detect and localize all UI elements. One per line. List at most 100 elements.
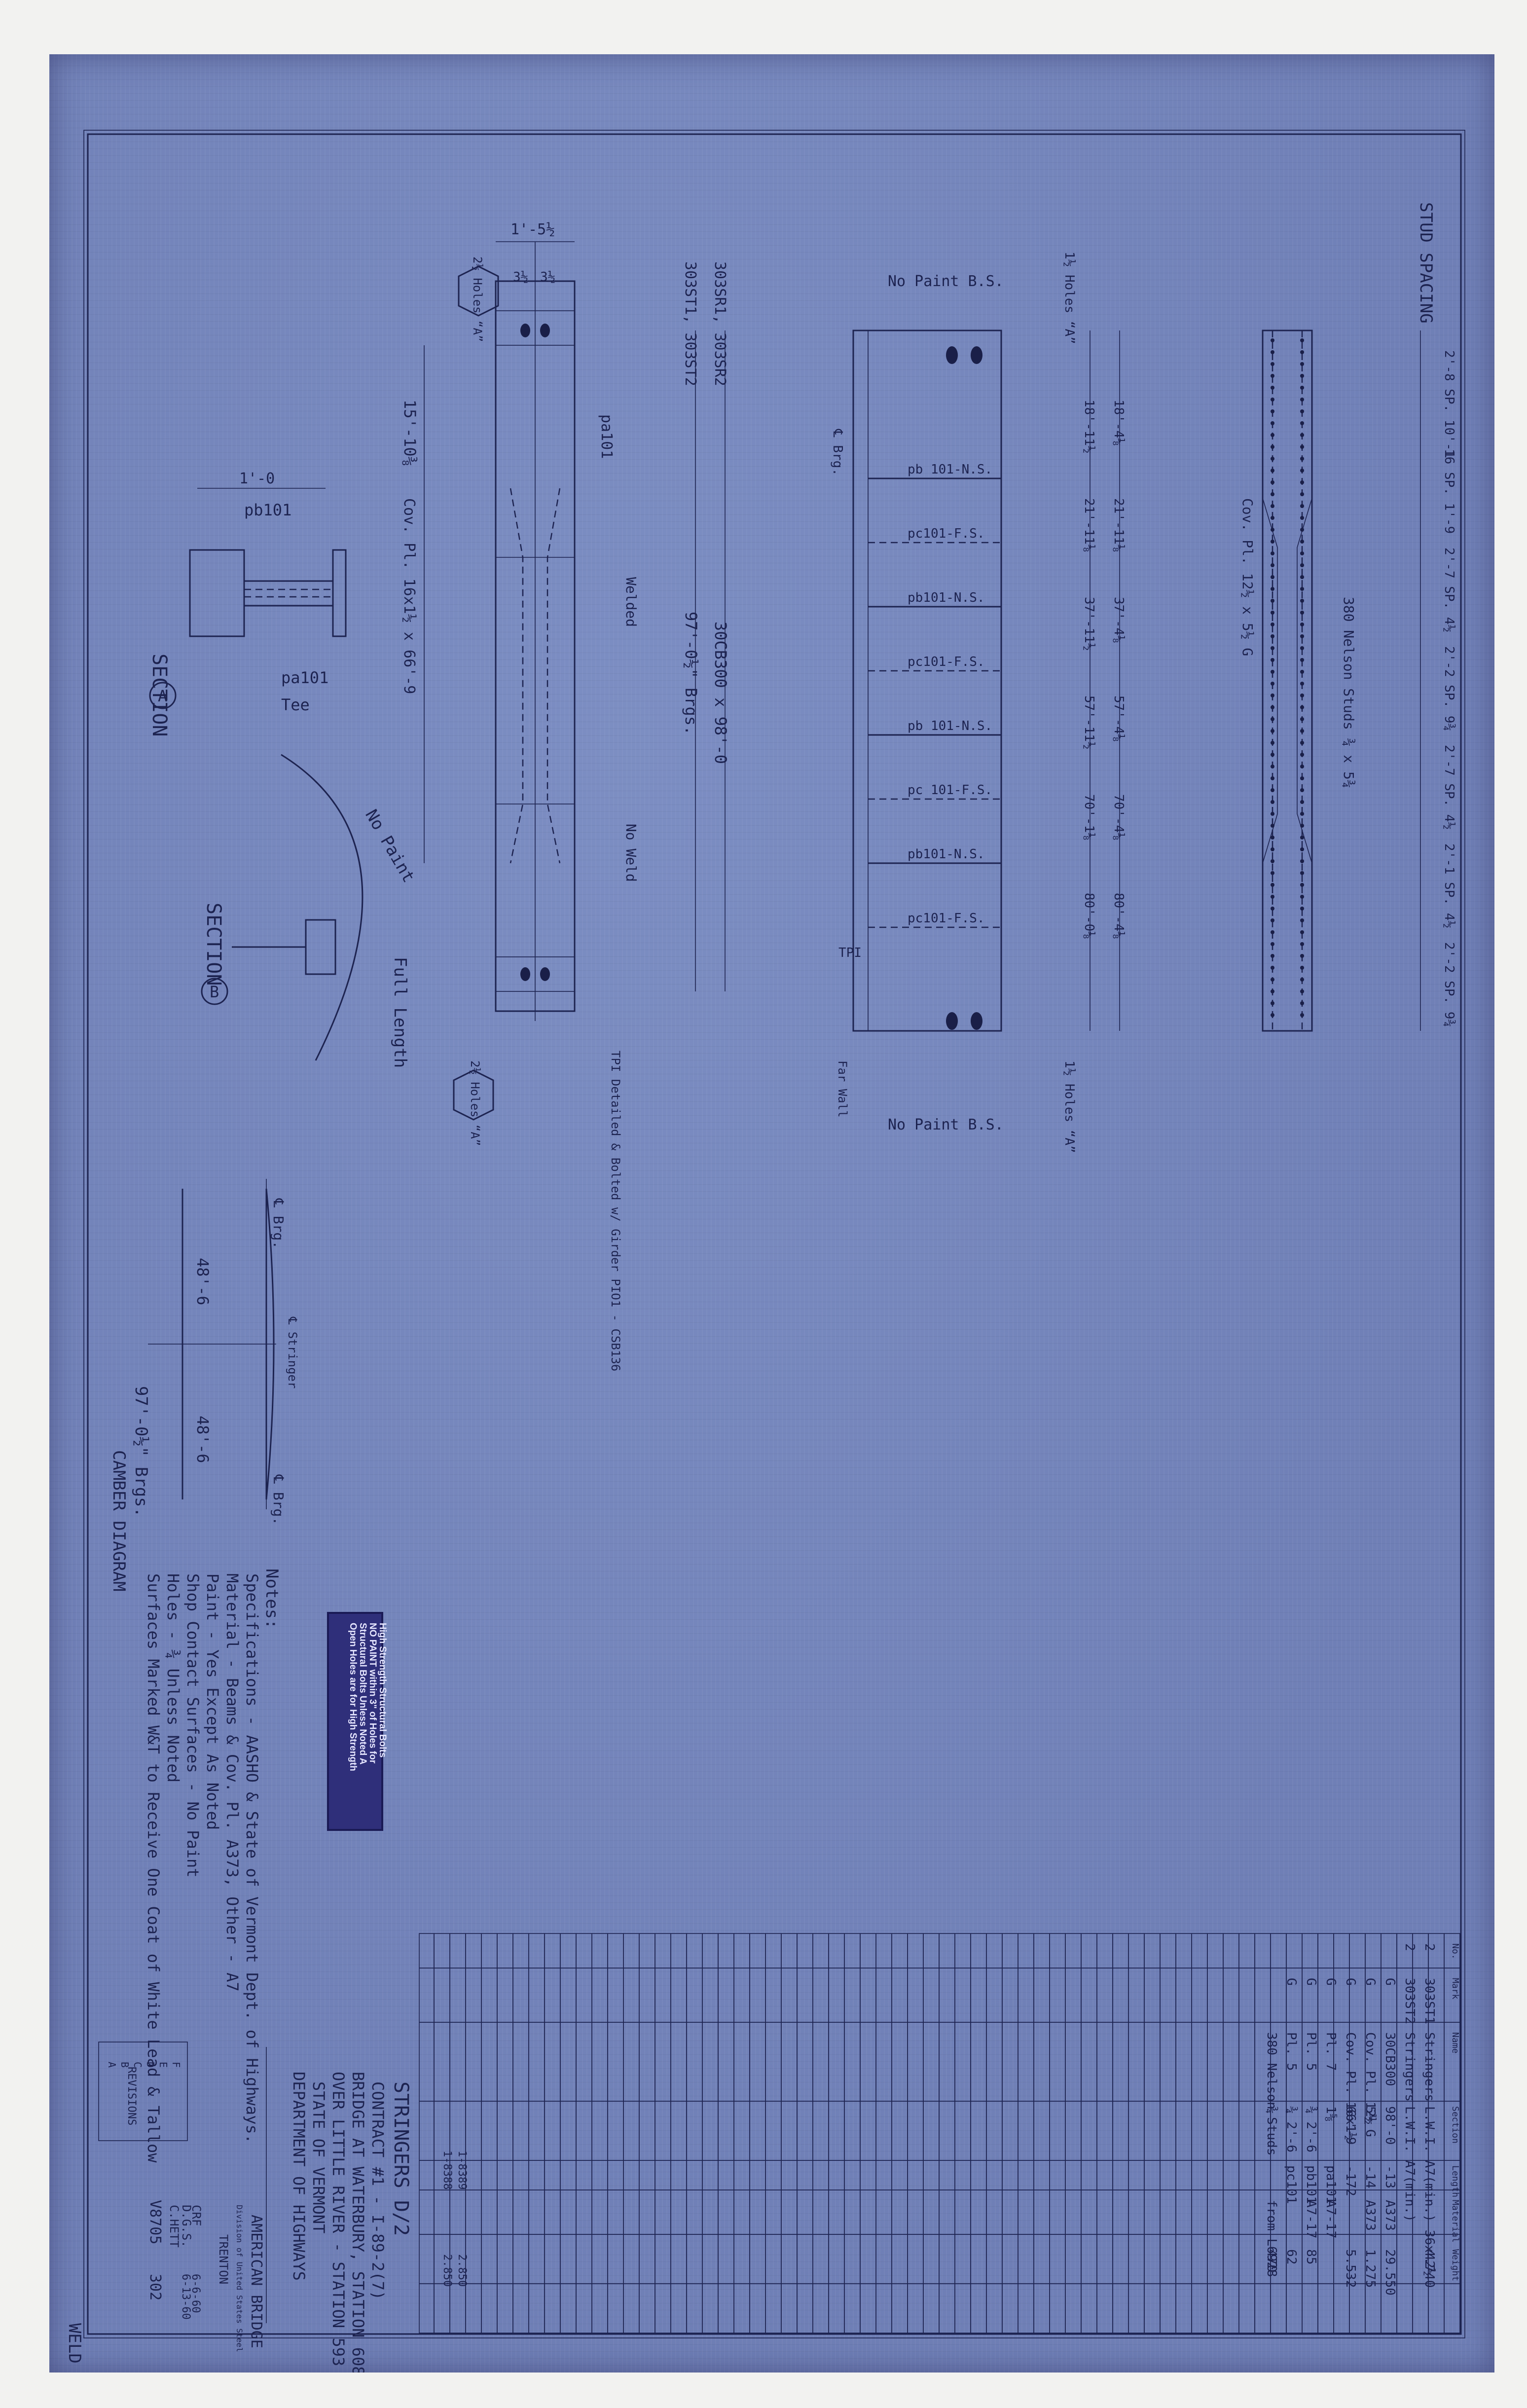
dim-beam-length: 30CB300 x 98'-0 xyxy=(711,621,730,764)
note-line-5: Holes - ¾ Unless Noted xyxy=(164,1573,182,1783)
stiff-bolt-4 xyxy=(971,1012,982,1030)
stud-dots xyxy=(1271,338,1304,1017)
stud-dot xyxy=(1300,989,1304,993)
revision-letter: F xyxy=(170,2062,182,2068)
dim-15-10: 15'-10⅜ xyxy=(400,400,419,466)
stud-dot xyxy=(1300,859,1304,863)
stud-dot xyxy=(1271,599,1274,603)
bill-cell: A373 xyxy=(1363,2200,1378,2231)
section-b-bubble xyxy=(201,978,228,1005)
end-plate-bottom xyxy=(495,956,575,992)
section-a-flange-left xyxy=(189,549,245,637)
stud-dot xyxy=(1271,646,1274,650)
stud-dot xyxy=(1300,457,1304,461)
camber-stringer-cl: ℄ Stringer xyxy=(286,1316,299,1388)
stud-dot xyxy=(1300,729,1304,733)
bill-header: Weight xyxy=(1450,2249,1460,2281)
camber-diagram: 97'-0½" Brgs. 48'-6 48'-6 ℄ Brg. ℄ Brg. … xyxy=(109,1179,299,1592)
section-a-letter: A xyxy=(158,687,167,705)
dim-brgs: 97'-0½" Brgs. xyxy=(682,612,700,735)
revision-letter: E xyxy=(157,2062,169,2068)
note-line-3: Paint - Yes Except As Noted xyxy=(203,1573,222,1830)
bill-cell: G xyxy=(1284,1978,1299,1986)
stud-cov: Cov. Pl. 12½ x 5½ G xyxy=(1239,498,1256,656)
section-a: 1'-0 pb101 pa101 Tee SECTION A xyxy=(148,470,347,737)
stud-dot xyxy=(1271,883,1274,887)
stud-dot xyxy=(1300,611,1304,615)
stud-dot xyxy=(1271,398,1274,401)
stud-dot xyxy=(1271,895,1274,899)
bill-cell: 85 xyxy=(1304,2249,1318,2264)
bill-cell: G xyxy=(1323,1978,1338,1986)
stud-dot xyxy=(1271,433,1274,437)
stud-dot xyxy=(1300,836,1304,839)
title-in-charge: C.HETT xyxy=(167,2205,181,2248)
bill-cell: 5½ G xyxy=(1363,2106,1378,2137)
bill-cell: 303ST2 xyxy=(1402,1978,1417,2024)
stud-dot xyxy=(1271,918,1274,922)
stud-dot xyxy=(1300,504,1304,508)
stud-dot xyxy=(1271,540,1274,544)
stud-dot xyxy=(1271,989,1274,993)
section-a-dim-1: 1'-0 xyxy=(239,470,275,487)
section-a-plate-1: pb101 xyxy=(244,501,291,519)
stud-dot xyxy=(1271,504,1274,508)
stud-dot xyxy=(1271,409,1274,413)
stud-dot xyxy=(1300,824,1304,828)
revision-letter: B xyxy=(119,2062,131,2068)
bill-of-material: No.MarkNameSectionLengthMaterialWeight23… xyxy=(419,1933,1460,2334)
stud-dot xyxy=(1300,765,1304,768)
bill-cell: G xyxy=(1343,1978,1358,1986)
bill-cell: Cov. Pl. 16x1½ xyxy=(1343,2032,1358,2140)
stud-dot xyxy=(1271,765,1274,768)
bill-cell: from L6928 xyxy=(1264,2200,1279,2277)
bill-cell: 30CB300 xyxy=(1382,2032,1397,2086)
note-line-1: Specifications - AASHO & State of Vermon… xyxy=(243,1573,261,2144)
stud-dot xyxy=(1271,824,1274,828)
bill-cell: 4.740 xyxy=(1422,2249,1437,2288)
bill-cell: Pl. 7 xyxy=(1323,2032,1338,2071)
stiff-tag-tpi: TPI xyxy=(838,946,862,960)
dim-cov-plate: Cov. Pl. 16x1½ x 66'-9 xyxy=(400,498,418,694)
stud-dot xyxy=(1300,622,1304,626)
stiffener-dim-a: 37'-11½ xyxy=(1082,597,1096,651)
section-b-flange xyxy=(305,919,336,975)
bill-cell: -172 xyxy=(1343,2165,1358,2196)
bill-total-weight: 2.850 xyxy=(441,2254,453,2287)
stud-dot xyxy=(1271,1001,1274,1005)
bolt-bottom-1 xyxy=(520,967,530,981)
stud-dot xyxy=(1271,693,1274,697)
title-line-2: BRIDGE AT WATERBURY, STATION 608+00 xyxy=(349,2072,367,2372)
stud-dot xyxy=(1300,516,1304,520)
bill-header: No. xyxy=(1450,1943,1460,1960)
stud-dot xyxy=(1300,575,1304,579)
title-drawing: STRINGERS D/2 xyxy=(390,2081,412,2236)
cover-plate-taper-right xyxy=(546,488,561,864)
notes-block: Notes: Specifications - AASHO & State of… xyxy=(144,1569,282,2163)
stiffener-dim-b: 21'-11⅛ xyxy=(1111,498,1126,552)
stiffener-view: pb 101-N.S.pc101-F.S.pb101-N.S.pc101-F.S… xyxy=(830,252,1126,1153)
stud-dot xyxy=(1300,634,1304,638)
stud-dot xyxy=(1300,753,1304,757)
stud-dot xyxy=(1271,457,1274,461)
bill-cell: pb101 xyxy=(1304,2165,1318,2204)
stud-dot xyxy=(1300,492,1304,496)
revision-letter: C xyxy=(132,2062,144,2068)
bill-header: Name xyxy=(1450,2032,1460,2053)
stiff-tag-top: 1½ Holes “A” xyxy=(1062,252,1077,344)
stud-dot xyxy=(1271,563,1274,567)
stud-count: 2'-7 SP. 4½ xyxy=(1442,745,1456,830)
stud-dot xyxy=(1300,741,1304,745)
stiffener-dim-a: 57'-11½ xyxy=(1082,695,1096,750)
stud-dot xyxy=(1300,563,1304,567)
bolt-tag-top xyxy=(458,265,499,317)
stiffener-dim-b: 37'-4⅛ xyxy=(1111,597,1126,643)
bill-grid xyxy=(419,1934,1460,2333)
stud-count: 16 SP. 1'-9 xyxy=(1442,449,1456,534)
stud-dot xyxy=(1271,587,1274,591)
stiffener-plate-label: pb101-N.S. xyxy=(908,590,985,605)
stud-dot xyxy=(1271,551,1274,555)
revision-letter: D xyxy=(145,2062,156,2068)
stud-title: STUD SPACING xyxy=(1416,202,1436,324)
